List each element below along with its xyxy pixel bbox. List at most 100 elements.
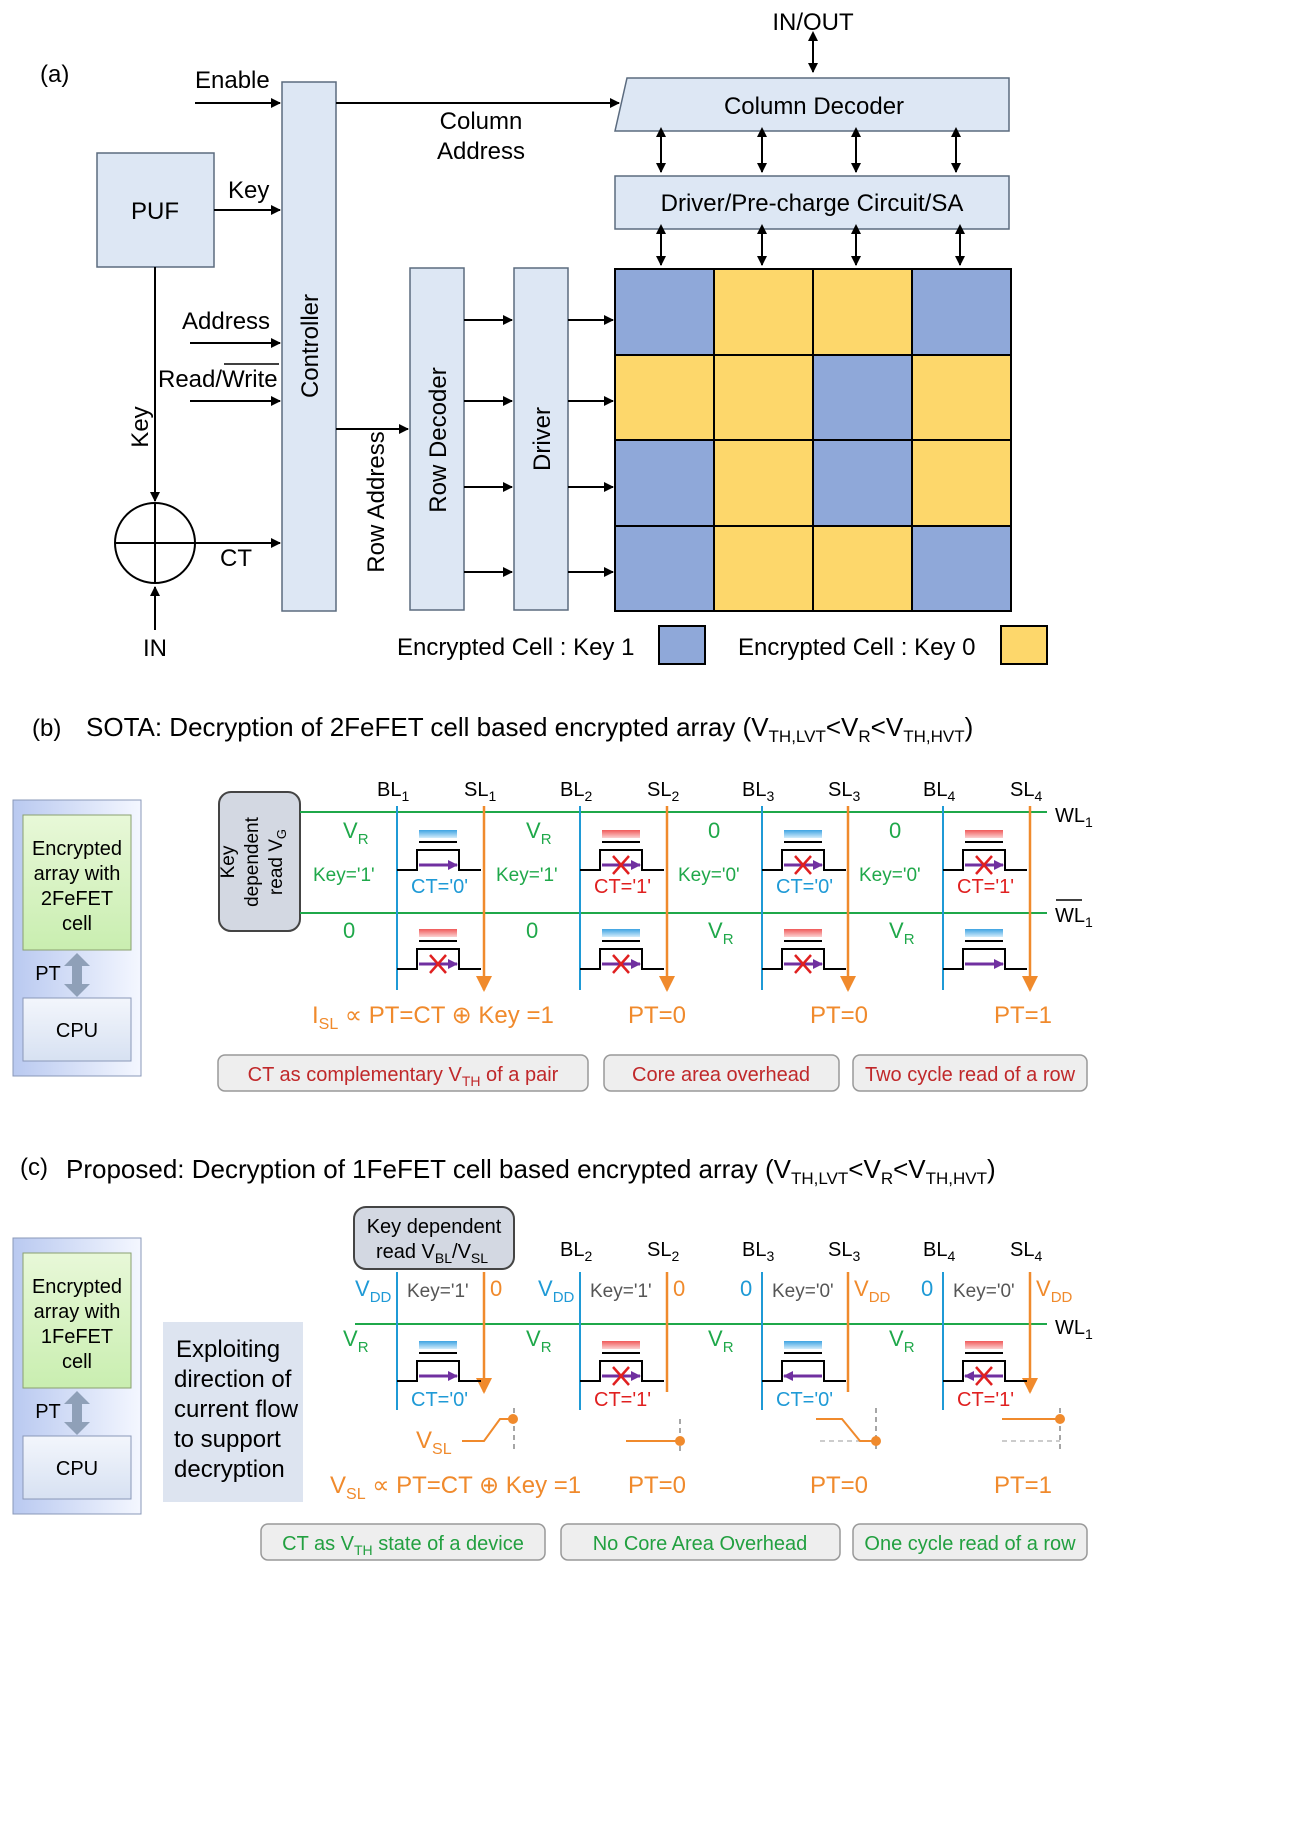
row-decoder-block	[409, 267, 465, 611]
channel	[762, 849, 846, 871]
ct-label: CT='0'	[411, 1389, 468, 1411]
puf-block	[96, 152, 215, 268]
fefet	[762, 1341, 846, 1382]
panel-b: (b) SOTA: Decryption of 2FeFET cell base…	[12, 712, 1093, 1092]
key-dependent-read-box-c	[353, 1206, 515, 1270]
vsl-waveforms: VSL	[416, 1408, 1065, 1458]
fefet-top	[580, 830, 664, 875]
fefet-bottom	[397, 929, 481, 974]
memory-cell-r4-c4	[911, 525, 1012, 612]
exploit-note-box	[163, 1322, 303, 1502]
driver-block	[513, 267, 569, 611]
side-b-line-2: array with	[34, 863, 121, 885]
pt-result-c-2: PT=0	[628, 1472, 686, 1499]
exploit-line-4: to support	[174, 1426, 281, 1453]
fefet-top	[943, 830, 1027, 875]
bottom-gate-voltage: 0	[526, 918, 538, 943]
enable-label: Enable	[195, 67, 270, 94]
legend-key0-label: Encrypted Cell : Key 0	[738, 634, 975, 661]
gate-layer	[602, 830, 640, 838]
block-cross	[975, 855, 993, 875]
xor-symbol	[114, 502, 196, 584]
column-address-label-2: Address	[437, 138, 525, 165]
panel-c-label: (c)	[20, 1154, 48, 1181]
pt-double-arrow-c	[64, 1391, 90, 1435]
sourceline-label: SL1	[464, 779, 496, 804]
vsl-equation: VSL ∝ PT=CT ⊕ Key =1	[330, 1472, 581, 1503]
ct-label: CT='1'	[957, 1389, 1014, 1411]
panel-b-label: (b)	[32, 715, 61, 742]
channel	[397, 849, 481, 871]
side-b-line-4: cell	[62, 913, 92, 935]
memory-cell-r2-c2	[713, 354, 814, 441]
bitline-label: BL2	[560, 779, 592, 804]
memory-cell-r1-c2	[713, 268, 814, 356]
panel-a: (a) IN/OUT Column Decoder Driver/Pre-cha…	[40, 9, 1048, 665]
memory-cell-r3-c3	[812, 439, 913, 527]
wordline-voltage: VR	[526, 1326, 552, 1356]
wl1-label-c: WL1	[1055, 1317, 1093, 1342]
pt-result-c-3: PT=0	[810, 1472, 868, 1499]
tag-c-1	[260, 1523, 546, 1561]
tag-c-3	[852, 1523, 1088, 1561]
col-arrows-bottom	[656, 224, 965, 266]
side-b-line-1: Encrypted	[32, 838, 122, 860]
key-box-c-line-2: read VBL/VSL	[376, 1241, 488, 1266]
wordline-voltage: VR	[343, 1326, 369, 1356]
sourceline-label: SL3	[828, 779, 860, 804]
memory-cell-r3-c4	[911, 439, 1012, 527]
key-vertical-label: Key	[127, 406, 154, 447]
memory-array-grid	[614, 268, 1012, 612]
gate-layer	[784, 1341, 822, 1349]
gate-layer	[419, 929, 457, 937]
memory-cell-r4-c1	[614, 525, 715, 612]
channel	[580, 1360, 664, 1382]
memory-cell-r4-c3	[812, 525, 913, 612]
tag-b-1-text: CT as complementary VTH of a pair	[248, 1064, 559, 1089]
ct-label: CT='1'	[594, 1389, 651, 1411]
in-label: IN	[143, 635, 167, 662]
legend-key1-label: Encrypted Cell : Key 1	[397, 634, 634, 661]
memory-cell-r2-c1	[614, 354, 715, 441]
puf-label: PUF	[131, 198, 179, 225]
fefet	[943, 1341, 1027, 1386]
side-c-line-3: 1FeFET	[41, 1326, 113, 1348]
top-gate-voltage: 0	[708, 818, 720, 843]
bitline-voltage: 0	[740, 1276, 752, 1301]
wl1bar-label-b: WL1	[1055, 905, 1093, 930]
key-label: Key='0'	[772, 1281, 834, 1302]
driver-precharge-block	[614, 175, 1010, 230]
bottom-gate-voltage: VR	[889, 918, 915, 948]
sourceline-label: SL2	[647, 1239, 679, 1264]
legend-key1-swatch	[658, 625, 706, 665]
channel	[762, 1360, 846, 1382]
panel-b-title: SOTA: Decryption of 2FeFET cell based en…	[86, 712, 973, 746]
sourceline-voltage: VDD	[854, 1276, 891, 1306]
ct-label: CT='0'	[776, 876, 833, 898]
svg-text:read VG: read VG	[266, 829, 289, 895]
gate-layer	[784, 929, 822, 937]
bottom-gate-voltage: 0	[343, 918, 355, 943]
side-c-line-1: Encrypted	[32, 1276, 122, 1298]
tag-b-3-text: Two cycle read of a row	[865, 1064, 1076, 1086]
gate-layer	[602, 1341, 640, 1349]
tag-c-1-text: CT as VTH state of a device	[282, 1533, 524, 1558]
memory-cell-r2-c3	[812, 354, 913, 441]
gate-layer	[965, 1341, 1003, 1349]
channel	[943, 849, 1027, 871]
key-label: Key='0'	[953, 1281, 1015, 1302]
gate-layer	[965, 830, 1003, 838]
vsl-label: VSL	[416, 1427, 452, 1458]
ct-label: CT='1'	[594, 876, 651, 898]
pt-result-b-4: PT=1	[994, 1002, 1052, 1029]
exploit-line-2: direction of	[174, 1366, 292, 1393]
column-address-label-1: Column	[440, 108, 523, 135]
block-cross	[612, 954, 630, 974]
cpu-box-c	[22, 1435, 132, 1500]
